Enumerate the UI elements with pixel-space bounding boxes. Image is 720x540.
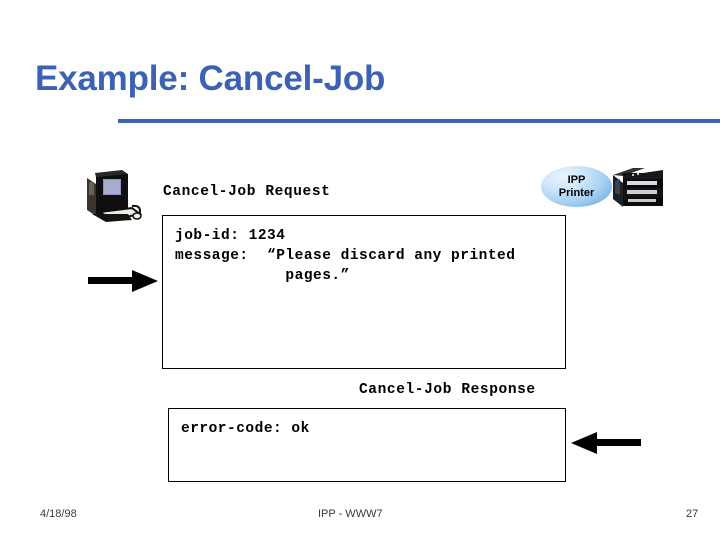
right-arrow-icon bbox=[88, 268, 158, 294]
request-message-box: job-id: 1234 message: “Please discard an… bbox=[162, 215, 566, 369]
request-message-body: job-id: 1234 message: “Please discard an… bbox=[175, 228, 516, 284]
ipp-printer-badge-line2: Printer bbox=[558, 186, 595, 199]
left-arrow-icon bbox=[569, 430, 641, 456]
printer-icon bbox=[611, 165, 665, 213]
ipp-printer-badge-line1: IPP bbox=[567, 173, 586, 186]
page-title: Example: Cancel-Job bbox=[35, 59, 386, 98]
request-label: Cancel-Job Request bbox=[163, 184, 331, 200]
response-label: Cancel-Job Response bbox=[359, 382, 536, 398]
computer-workstation-icon bbox=[82, 166, 144, 224]
response-message-box: error-code: ok bbox=[168, 408, 566, 482]
response-message-body: error-code: ok bbox=[181, 421, 310, 437]
footer-title: IPP - WWW7 bbox=[318, 508, 383, 520]
ipp-printer-badge: IPP Printer bbox=[541, 166, 612, 207]
footer-date: 4/18/98 bbox=[40, 508, 77, 520]
title-underline-rule bbox=[118, 119, 720, 123]
footer-page-number: 27 bbox=[686, 508, 699, 520]
